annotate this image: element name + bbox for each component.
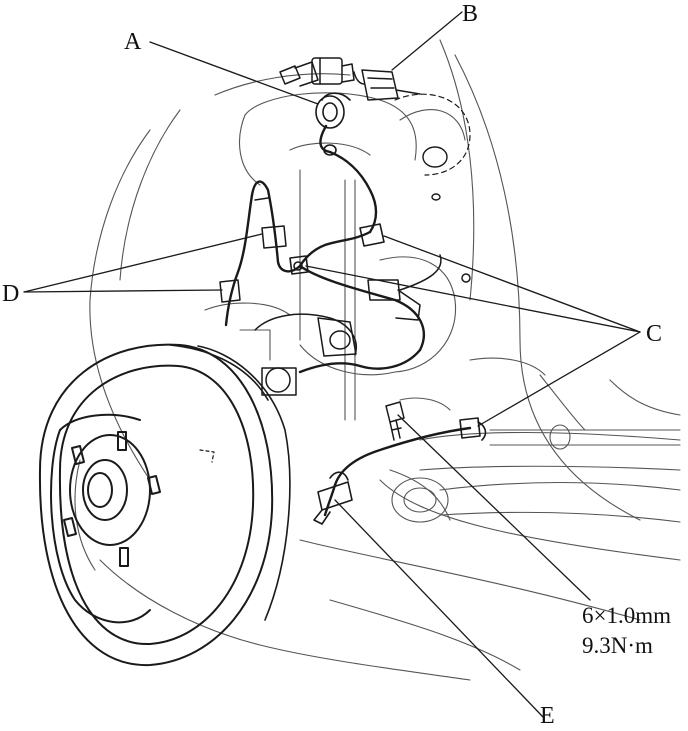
leader-bolt xyxy=(397,414,591,601)
sensor-connector-group xyxy=(279,57,421,101)
leader-c-1 xyxy=(383,235,641,333)
brake-caliper xyxy=(254,254,471,396)
harness-brackets xyxy=(219,197,287,303)
wheel-studs xyxy=(63,431,161,567)
brake-disc-hub xyxy=(38,343,291,667)
leader-d-1 xyxy=(23,233,263,293)
body-clip-hole xyxy=(431,193,441,201)
chassis-structure xyxy=(74,39,681,681)
callout-c: C xyxy=(646,321,663,347)
sensor-mounting-bolt xyxy=(385,401,405,441)
harness-grommet xyxy=(315,92,351,129)
wheel-speed-sensor xyxy=(313,471,353,525)
leader-c-2 xyxy=(305,265,641,333)
body-grommet-hole xyxy=(422,146,448,168)
body-opening-outline xyxy=(394,93,471,176)
leader-e xyxy=(334,499,544,718)
leader-lines xyxy=(23,11,641,718)
torque-bolt-size: 6×1.0mm xyxy=(582,603,672,628)
callout-a: A xyxy=(124,29,142,55)
callout-d: D xyxy=(2,281,20,307)
leader-b xyxy=(391,11,463,71)
sensor-harness xyxy=(224,124,472,517)
leader-c-3 xyxy=(477,331,641,427)
torque-value: 9.3N·m xyxy=(582,633,653,658)
harness-clamps xyxy=(289,144,487,441)
callout-e: E xyxy=(540,703,555,729)
callout-b: B xyxy=(462,1,479,27)
leader-d-2 xyxy=(23,289,223,293)
leader-a xyxy=(149,41,319,105)
